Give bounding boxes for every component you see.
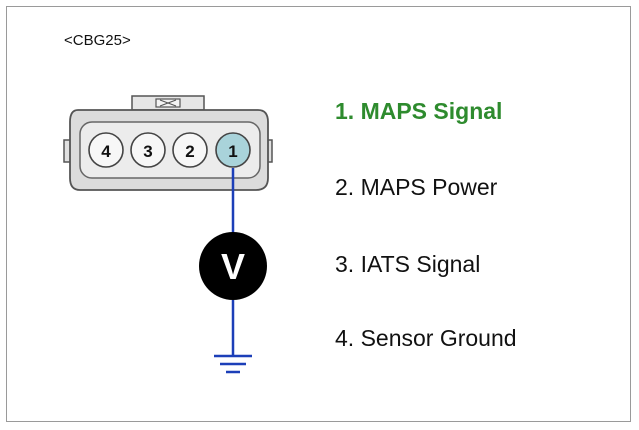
connector-pin-2: 2 (172, 132, 208, 168)
connector-pin-label: 3 (143, 142, 152, 161)
legend-item-1: 1. MAPS Signal (335, 98, 503, 124)
diagram-frame (6, 6, 631, 422)
connector-pin-3: 3 (130, 132, 166, 168)
connector-code-label: <CBG25> (64, 32, 131, 49)
ground-symbol-icon (214, 354, 252, 374)
legend-item-2: 2. MAPS Power (335, 174, 498, 200)
connector-pin-label: 1 (228, 142, 237, 161)
connector-pin-label: 2 (185, 142, 194, 161)
pin-legend: 1. MAPS Signal 2. MAPS Power 3. IATS Sig… (335, 0, 615, 430)
connector-pin-4: 4 (88, 132, 124, 168)
connector-pin-1: 1 (215, 132, 251, 168)
voltmeter-icon: V (199, 232, 267, 300)
legend-item-3: 3. IATS Signal (335, 251, 481, 277)
voltmeter-label: V (221, 246, 245, 287)
connector-pin-label: 4 (101, 142, 111, 161)
connector-latch (131, 95, 205, 111)
connector-body (63, 109, 273, 191)
legend-item-4: 4. Sensor Ground (335, 325, 517, 351)
connector-pins: 4 3 2 1 (88, 132, 251, 168)
